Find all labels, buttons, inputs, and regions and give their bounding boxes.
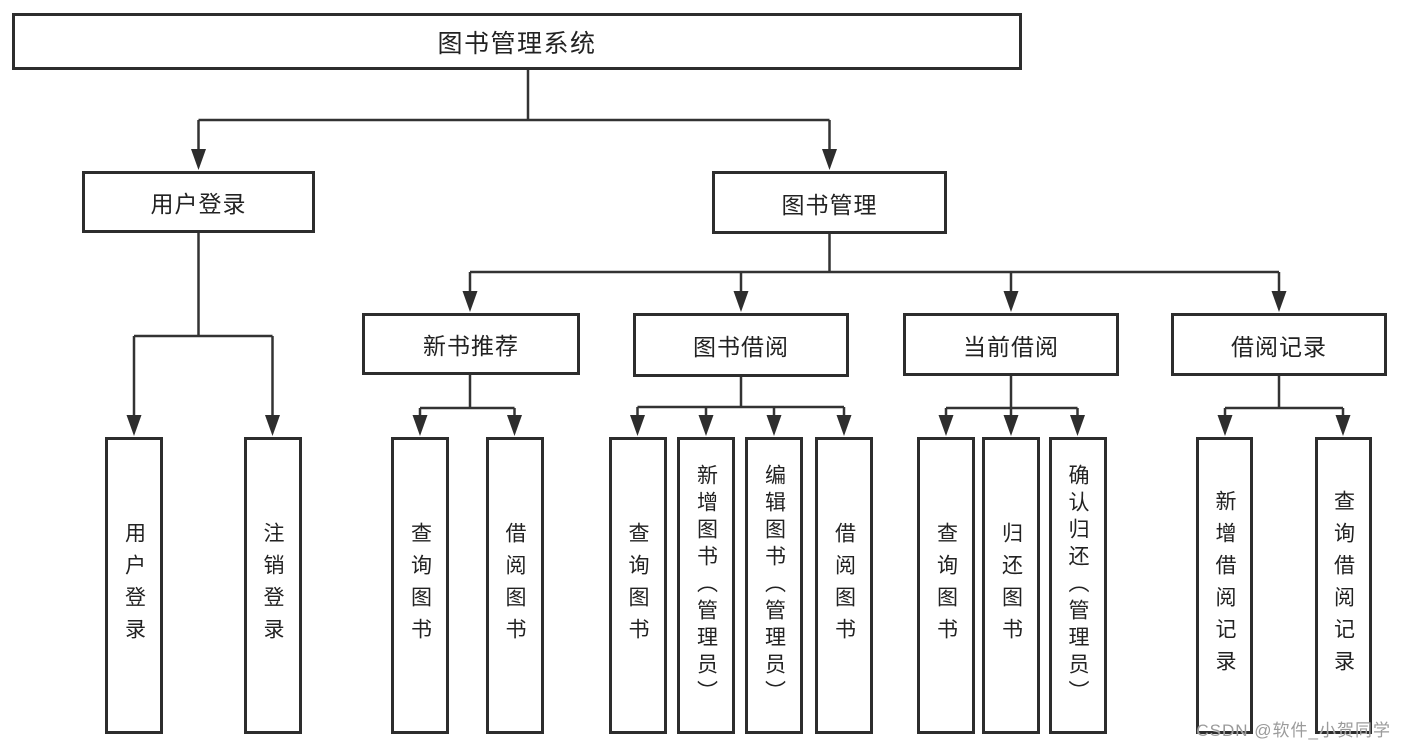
leaf-query-borrow-record: 查询借阅记录	[1314, 437, 1372, 734]
leaf-query-book-borrow: 查询图书	[608, 437, 667, 734]
leaf-query-book-recommend: 查询图书	[391, 437, 449, 734]
node-label: 新增借阅记录	[1213, 489, 1236, 682]
node-label: 归还图书	[999, 521, 1023, 650]
node-label: 查询图书	[626, 521, 649, 650]
edge-bookmgmt-to-level3	[468, 234, 1281, 306]
arrowheads	[126, 149, 1351, 436]
node-label: 图书管理系统	[437, 29, 597, 58]
leaf-borrow-book: 借阅图书	[815, 437, 873, 734]
leaf-borrow-book-recommend: 借阅图书	[485, 437, 544, 734]
edge-recommend-to-leaves	[418, 375, 516, 430]
leaf-return-book: 归还图书	[982, 437, 1040, 734]
node-label: 确认归还（管理员）	[1066, 464, 1089, 707]
node-label: 注销登录	[261, 521, 284, 650]
edge-root-to-level2	[197, 70, 831, 162]
edge-userlogin-to-leaves	[132, 233, 274, 430]
leaf-confirm-return-admin: 确认归还（管理员）	[1048, 437, 1107, 734]
node-book-borrow: 图书借阅	[633, 313, 849, 377]
node-label: 用户登录	[150, 191, 247, 217]
leaf-add-borrow-record: 新增借阅记录	[1196, 437, 1253, 734]
node-label: 新书推荐	[423, 333, 519, 359]
node-user-login: 用户登录	[82, 171, 315, 233]
node-label: 查询图书	[934, 521, 958, 650]
node-label: 图书管理	[781, 191, 878, 218]
leaf-add-book-admin: 新增图书（管理员）	[677, 437, 735, 734]
node-book-management: 图书管理	[712, 171, 947, 234]
node-label: 借阅记录	[1231, 333, 1327, 360]
node-root: 图书管理系统	[12, 13, 1022, 70]
node-current-borrow: 当前借阅	[903, 313, 1119, 376]
node-label: 借阅图书	[503, 521, 526, 650]
watermark: CSDN @软件_小贺同学	[1196, 721, 1391, 740]
node-new-book-recommend: 新书推荐	[362, 313, 580, 375]
leaf-logout: 注销登录	[243, 437, 302, 734]
edge-borrow-to-leaves	[636, 375, 846, 430]
node-label: 查询借阅记录	[1331, 489, 1355, 682]
node-label: 图书借阅	[693, 334, 789, 360]
node-label: 当前借阅	[963, 333, 1059, 360]
node-borrow-records: 借阅记录	[1171, 313, 1387, 376]
edge-records-to-leaves	[1223, 375, 1345, 430]
leaf-query-book-current: 查询图书	[917, 437, 975, 734]
node-label: 用户登录	[122, 521, 146, 650]
leaf-user-login: 用户登录	[105, 437, 163, 734]
node-label: 查询图书	[408, 521, 432, 650]
node-label: 编辑图书（管理员）	[762, 464, 786, 707]
node-label: 新增图书（管理员）	[694, 464, 718, 707]
leaf-edit-book-admin: 编辑图书（管理员）	[745, 437, 803, 734]
node-label: 借阅图书	[832, 521, 856, 650]
